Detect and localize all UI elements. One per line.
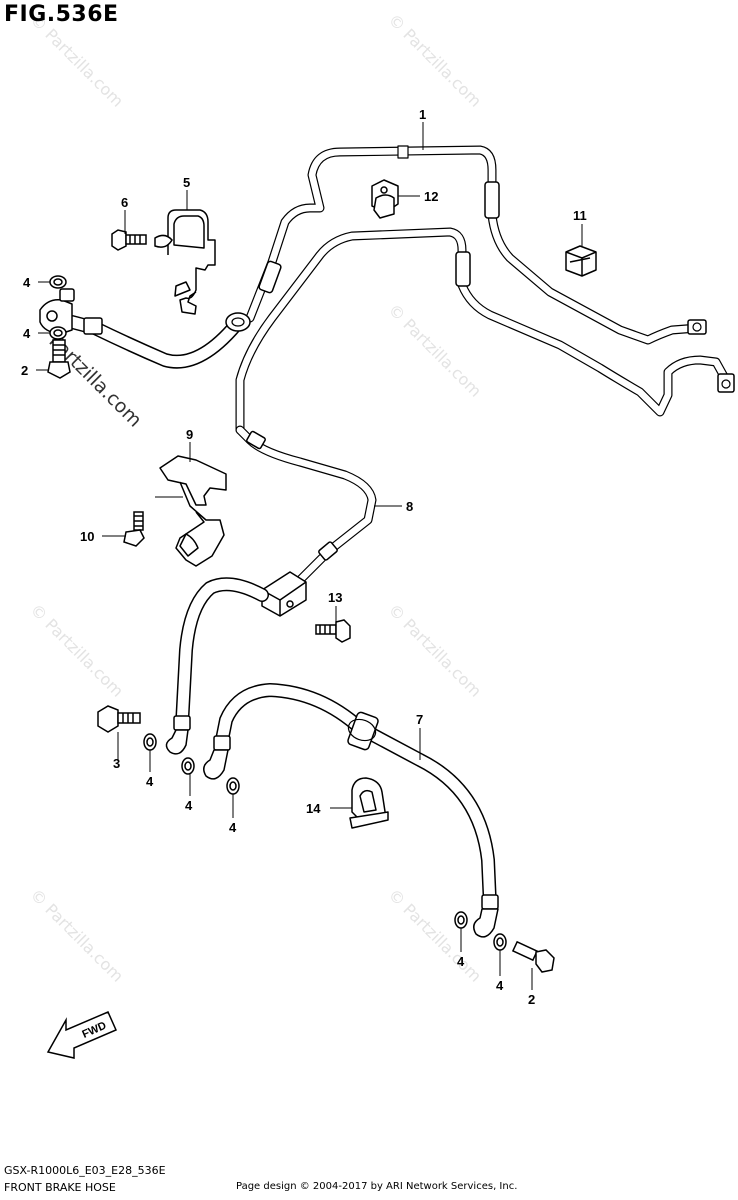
bolt-13[interactable] [315,619,351,643]
callout-2: 2 [528,992,535,1007]
callout-14: 14 [306,801,321,816]
brake-pipe-1[interactable] [245,145,707,345]
callout-4: 4 [229,820,237,835]
washer-4-lower[interactable] [49,326,67,340]
callout-4: 4 [496,978,504,993]
lower-left-hose[interactable] [165,577,269,755]
washer-4-e[interactable] [493,933,507,951]
clamp-12[interactable] [371,179,399,219]
callout-7: 7 [416,712,423,727]
copyright-notice: Page design © 2004-2017 by ARI Network S… [236,1181,518,1192]
leader-lines [36,122,583,990]
bolt-6[interactable] [111,229,173,251]
diagram-name: FRONT BRAKE HOSE [4,1181,116,1194]
brake-pipe-branch[interactable] [235,227,735,435]
callout-4: 4 [23,326,31,341]
callout-2: 2 [21,363,28,378]
bracket-9[interactable] [159,455,227,567]
upper-left-hose[interactable] [39,288,251,369]
fwd-arrow-icon: FWD [46,1011,117,1059]
callout-8: 8 [406,499,413,514]
brake-hose-7[interactable] [203,683,499,938]
washer-4-upper[interactable] [49,275,67,289]
banjo-bolt-3[interactable] [97,705,141,733]
callout-9: 9 [186,427,193,442]
callout-5: 5 [183,175,190,190]
callout-4: 4 [185,798,193,813]
bolt-10[interactable] [123,511,145,547]
grommet-14[interactable] [349,777,389,829]
callout-4: 4 [146,774,154,789]
parts-diagram: FWD 1 2 2 3 4 4 4 4 4 4 4 5 6 7 8 9 10 [21,107,735,1059]
washer-4-c[interactable] [226,777,240,795]
banjo-bolt-2-upper[interactable] [47,339,71,379]
washer-4-d[interactable] [454,911,468,929]
callout-1: 1 [419,107,426,122]
washer-4-a[interactable] [143,733,157,751]
clip-11[interactable] [565,245,597,277]
figure-title: FIG.536E [4,2,119,27]
brake-hose-8[interactable] [235,425,377,587]
diagram-code: GSX-R1000L6_E03_E28_536E [4,1164,166,1177]
callout-4: 4 [23,275,31,290]
callout-11: 11 [573,208,587,223]
washer-4-b[interactable] [181,757,195,775]
callout-10: 10 [80,529,94,544]
bracket-5[interactable] [167,209,216,315]
callout-13: 13 [328,590,342,605]
hose-junction[interactable] [261,571,307,617]
callout-4: 4 [457,954,465,969]
callout-12: 12 [424,189,438,204]
banjo-bolt-2-lower[interactable] [511,940,555,973]
callout-3: 3 [113,756,120,771]
callout-6: 6 [121,195,128,210]
